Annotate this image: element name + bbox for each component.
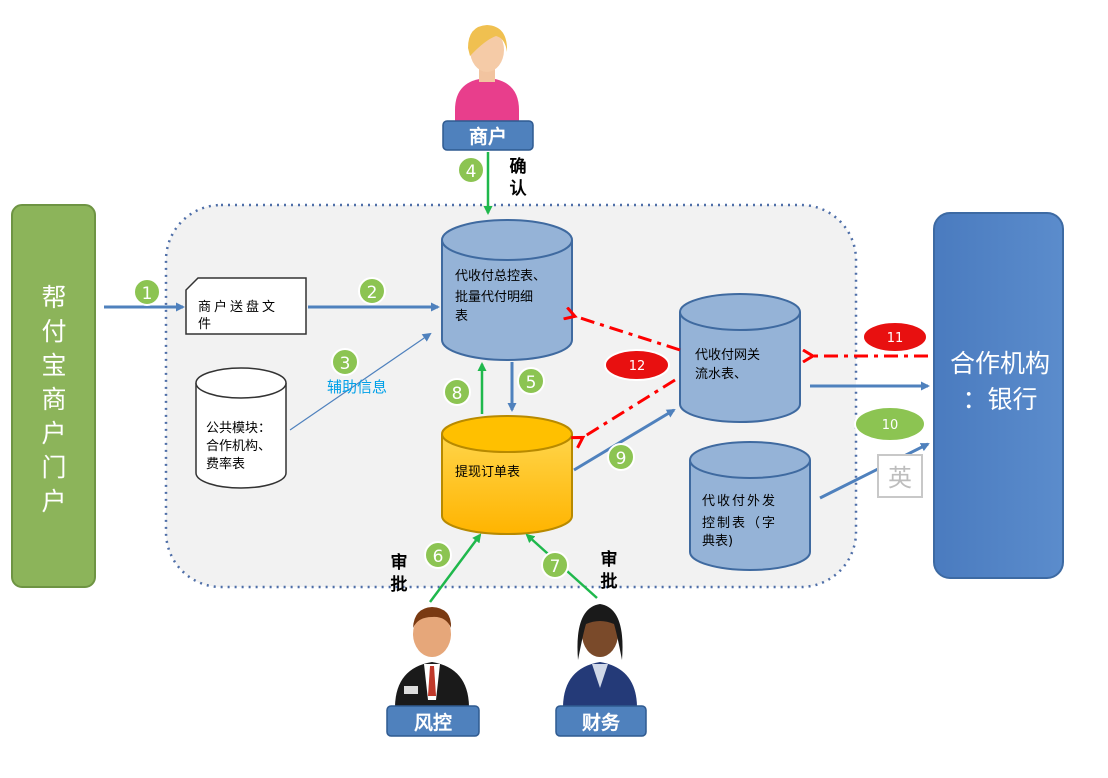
confirm-label-2: 认: [510, 178, 528, 199]
svg-text:商户: 商户: [469, 125, 507, 148]
svg-text:4: 4: [466, 162, 477, 182]
portal-label-char: 户: [41, 487, 66, 516]
svg-text:英: 英: [888, 464, 912, 492]
step-badge-7: 7: [541, 551, 569, 579]
approve-finance-label-2: 批: [601, 571, 618, 592]
arrow-step-6: [428, 533, 482, 603]
master-label-1: 代收付总控表、: [455, 269, 546, 284]
gateway-label-1: 代收付网关: [695, 348, 760, 363]
outbound-control-table: 代收付外发 控制表（字 典表): [689, 441, 811, 571]
step-badge-10: 10: [854, 406, 926, 442]
master-control-table: 代收付总控表、 批量代付明细 表: [441, 219, 573, 361]
file-label-cont: 件: [198, 317, 211, 332]
arrow-step-12a: [574, 316, 681, 352]
aux-info-label: 辅助信息: [327, 378, 387, 396]
common-label-1: 公共模块：: [206, 421, 271, 436]
risk-officer-person-icon: [395, 607, 469, 706]
svg-text:11: 11: [887, 331, 904, 346]
svg-text:10: 10: [882, 418, 899, 433]
step-badge-11: 11: [862, 321, 928, 353]
portal-label-char: 帮: [41, 283, 66, 312]
step-badge-5: 5: [517, 367, 545, 395]
bank-label-line1: 合作机构: [950, 349, 1050, 378]
finance-person-icon: [563, 604, 637, 706]
withdraw-order-table: 提现订单表: [441, 415, 573, 535]
portal-label-char: 户: [41, 419, 66, 448]
common-module-table: 公共模块： 合作机构、 费率表: [195, 367, 287, 489]
ime-indicator: 英: [877, 454, 923, 498]
arrow-step-10: [819, 442, 930, 500]
step-badge-1: 1: [133, 278, 161, 306]
arrow-step-12b: [582, 378, 676, 438]
portal-label-char: 付: [41, 317, 66, 346]
step-badge-2: 2: [358, 277, 386, 305]
svg-text:风控: 风控: [414, 711, 452, 734]
step-badge-12: 12: [604, 349, 670, 381]
withdraw-label: 提现订单表: [455, 464, 520, 480]
svg-text:5: 5: [526, 373, 537, 393]
partner-bank-box: 合作机构 ：银行: [933, 212, 1064, 579]
master-label-2: 批量代付明细: [455, 290, 533, 305]
finance-actor-label: 财务: [555, 705, 647, 737]
arrow-step-9: [573, 408, 676, 472]
portal-label-char: 商: [41, 385, 66, 414]
bank-label-line2: ：银行: [962, 385, 1037, 414]
step-badge-3: 3: [331, 348, 359, 376]
approve-risk-label-2: 批: [391, 574, 408, 595]
common-label-2: 合作机构、: [206, 439, 271, 454]
svg-text:3: 3: [340, 354, 351, 374]
master-label-3: 表: [455, 309, 468, 324]
outbound-label-2: 控制表（字: [702, 516, 777, 531]
gateway-flow-table: 代收付网关 流水表、: [679, 293, 801, 423]
confirm-label: 确: [510, 156, 527, 177]
merchant-upload-file: 商户送盘文 件: [185, 277, 307, 335]
svg-text:2: 2: [367, 283, 378, 303]
approve-finance-label: 审: [601, 549, 618, 570]
portal-label-char: 门: [41, 453, 66, 482]
outbound-label-3: 典表): [702, 534, 733, 549]
arrow-step-3: [289, 332, 432, 431]
svg-text:6: 6: [433, 547, 444, 567]
gateway-label-2: 流水表、: [695, 367, 747, 382]
approve-risk-label: 审: [391, 552, 408, 573]
step-badge-8: 8: [443, 378, 471, 406]
common-label-3: 费率表: [206, 456, 245, 472]
merchant-person-icon: [455, 25, 519, 122]
file-label: 商户送盘文: [198, 299, 278, 315]
svg-text:8: 8: [452, 384, 463, 404]
step-badge-9: 9: [607, 443, 635, 471]
svg-text:7: 7: [550, 557, 561, 577]
portal-label-char: 宝: [41, 351, 66, 380]
merchant-portal-box: 帮付宝商户门户: [11, 204, 96, 588]
svg-text:1: 1: [142, 284, 153, 304]
svg-text:财务: 财务: [582, 711, 621, 734]
outbound-label-1: 代收付外发: [702, 493, 777, 509]
step-badge-6: 6: [424, 541, 452, 569]
merchant-actor-label: 商户: [442, 120, 534, 151]
svg-text:12: 12: [629, 359, 646, 374]
risk-actor-label: 风控: [386, 705, 480, 737]
step-badge-4: 4: [457, 156, 485, 184]
portal-label: 帮付宝商户门户: [41, 283, 66, 516]
svg-text:9: 9: [616, 449, 627, 469]
